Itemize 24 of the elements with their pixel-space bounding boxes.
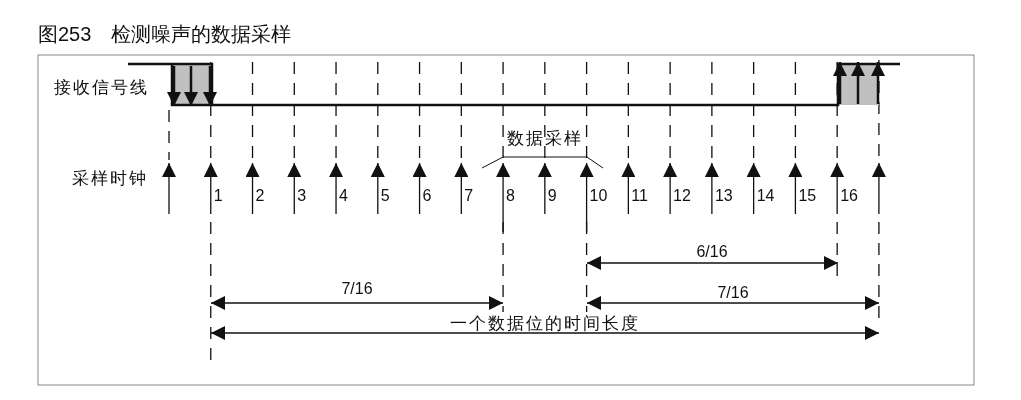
dimension-label: 6/16: [696, 244, 728, 260]
figure-title: 图253 检测噪声的数据采样: [38, 24, 292, 44]
tick-number: 10: [589, 188, 608, 204]
tick-number: 6: [422, 188, 432, 204]
tick-number: 9: [547, 188, 557, 204]
tick-number: 7: [464, 188, 474, 204]
tick-number: 1: [213, 188, 223, 204]
tick-number: 13: [714, 188, 733, 204]
tick-number: 15: [798, 188, 817, 204]
tick-number: 12: [673, 188, 691, 204]
tick-number: 5: [380, 188, 390, 204]
tick-number: 8: [506, 188, 515, 204]
tick-number: 4: [339, 188, 348, 204]
tick-number: 11: [631, 188, 648, 204]
clock-label: 采样时钟: [72, 170, 148, 187]
tick-number: 16: [840, 188, 858, 204]
tick-number: 2: [255, 188, 265, 204]
signal-label: 接收信号线: [54, 79, 149, 96]
tick-number: 3: [297, 188, 307, 204]
dimension-label: 7/16: [717, 285, 749, 301]
tick-number: 14: [756, 188, 775, 204]
bracket-label: 数据采样: [507, 130, 583, 147]
dimension-label: 7/16: [341, 281, 373, 297]
dimension-label: 一个数据位的时间长度: [450, 315, 640, 332]
